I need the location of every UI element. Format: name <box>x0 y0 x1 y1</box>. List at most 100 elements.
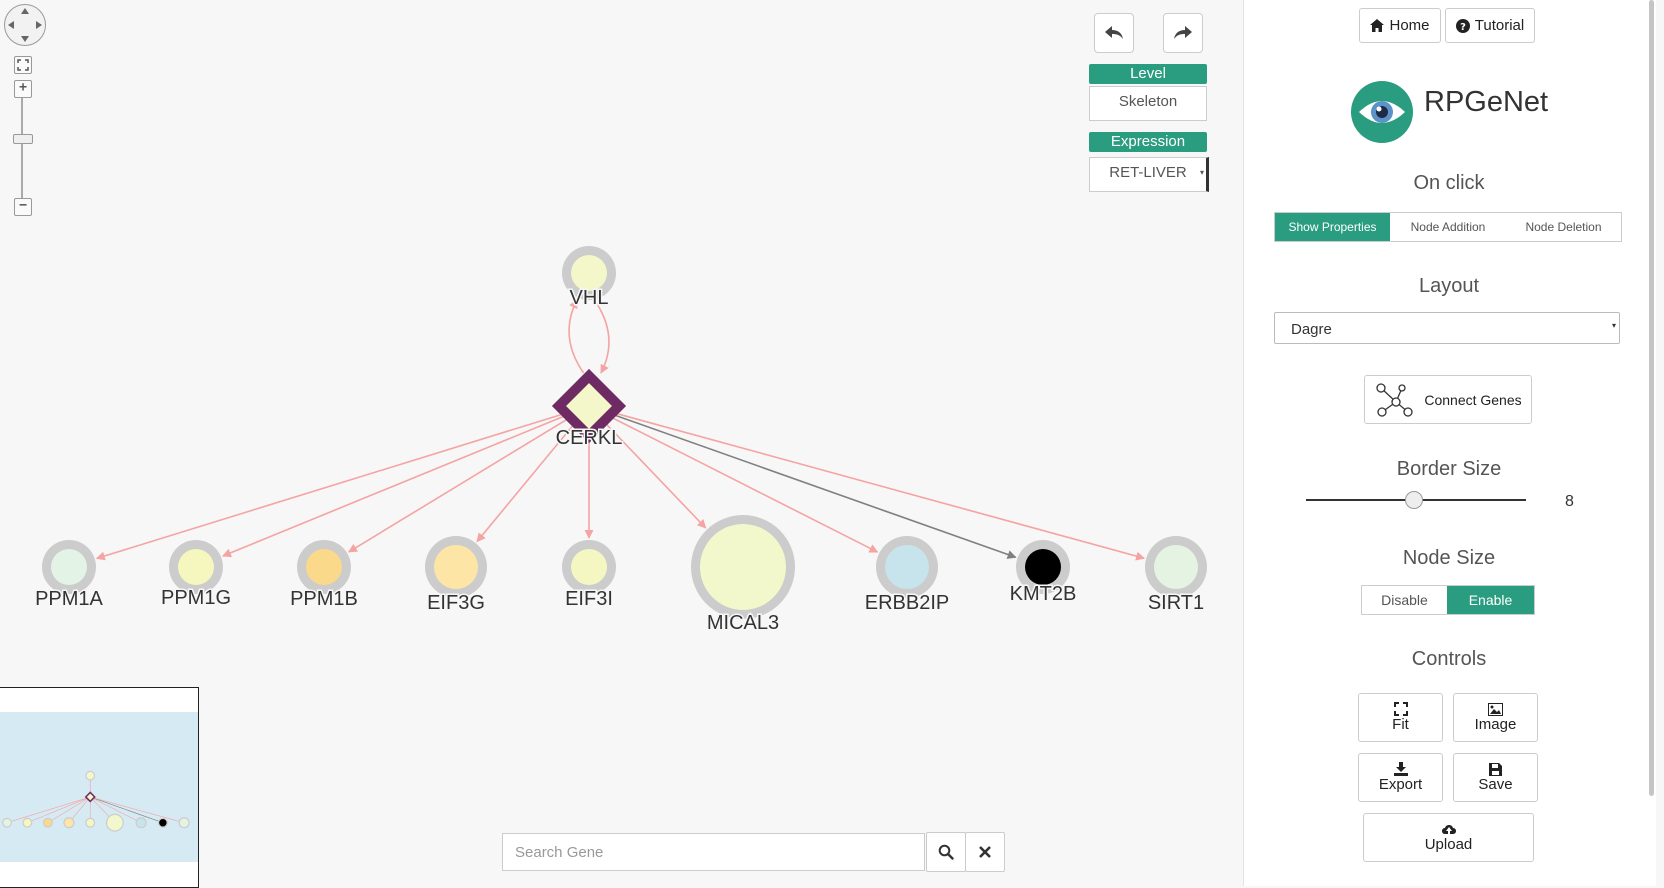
expand-icon <box>17 59 29 71</box>
node-label: EIF3I <box>565 588 613 610</box>
zoom-out-button[interactable]: − <box>14 198 32 216</box>
node-ppm1b[interactable]: PPM1B <box>289 540 359 612</box>
floppy-disk-icon <box>1489 762 1502 776</box>
export-button[interactable]: Export <box>1358 753 1443 802</box>
caret-down-icon: ▾ <box>1611 321 1616 330</box>
search-gene-input[interactable] <box>502 833 925 871</box>
edge-cerkl-eif3g[interactable] <box>476 420 578 543</box>
minimap-node <box>84 791 96 803</box>
node-label: MICAL3 <box>707 612 779 634</box>
brand-name: RPGeNet <box>1424 86 1549 118</box>
minimap-edge <box>90 796 185 824</box>
border-size-title: Border Size <box>1396 458 1502 480</box>
caret-down-icon: ▾ <box>1199 168 1204 177</box>
node-sirt1[interactable]: SIRT1 <box>1145 536 1207 616</box>
node-eif3i[interactable]: EIF3I <box>562 540 616 612</box>
edge-cerkl-kmt2b[interactable] <box>607 411 1017 559</box>
expression-select[interactable]: RET-LIVER ▾ <box>1089 157 1209 192</box>
node-size-enable-option[interactable]: Enable <box>1447 586 1534 614</box>
edge-cerkl-ppm1a[interactable] <box>95 411 571 561</box>
border-size-value: 8 <box>1565 493 1574 510</box>
edge-cerkl-vhl[interactable] <box>568 299 585 374</box>
node-label: ERBB2IP <box>865 592 949 614</box>
svg-text:?: ? <box>1460 22 1466 33</box>
minimap-edge <box>90 796 142 823</box>
node-addition-option[interactable]: Node Addition <box>1410 220 1486 234</box>
search-button[interactable] <box>926 832 966 872</box>
on-click-mode-group: Show Properties Node Addition Node Delet… <box>1274 212 1622 242</box>
edge-cerkl-ppm1g[interactable] <box>222 412 571 558</box>
minimap-node <box>85 817 96 828</box>
border-size-slider-handle[interactable] <box>1405 491 1423 509</box>
minimap-node <box>157 817 168 828</box>
network-graph[interactable]: VHL CERKL PPM1A PPM1G PPM1B EIF3G EIF3I MICAL3 E… <box>0 0 1243 886</box>
home-label: Home <box>1389 17 1430 34</box>
edge-cerkl-sirt1[interactable] <box>607 410 1146 561</box>
upload-label: Upload <box>1424 835 1473 853</box>
clear-search-button[interactable] <box>965 832 1005 872</box>
tutorial-button[interactable]: ? Tutorial <box>1445 8 1535 43</box>
node-label: PPM1B <box>290 588 358 610</box>
node-cerkl[interactable]: CERKL <box>551 368 627 451</box>
panel-scrollbar[interactable] <box>1647 0 1656 886</box>
minimap-viewport[interactable] <box>0 712 198 862</box>
node-size-disable-option[interactable]: Disable <box>1381 592 1428 608</box>
minimap-node <box>178 817 190 829</box>
layout-select-value: Dagre <box>1291 321 1332 338</box>
upload-button[interactable]: Upload <box>1363 813 1534 862</box>
show-properties-option[interactable]: Show Properties <box>1275 213 1390 241</box>
connect-genes-label: Connect Genes <box>1424 391 1522 408</box>
minimap-node <box>105 813 124 832</box>
undo-button[interactable] <box>1094 13 1134 53</box>
zoom-fit-button[interactable] <box>14 56 32 74</box>
connect-genes-button[interactable]: Connect Genes <box>1364 375 1532 424</box>
image-button[interactable]: Image <box>1453 693 1538 742</box>
home-button[interactable]: Home <box>1359 8 1441 43</box>
node-label: KMT2B <box>1010 583 1077 605</box>
home-icon <box>1370 19 1385 32</box>
minimap-edge <box>68 796 91 823</box>
minimap-graph <box>2 770 190 832</box>
minimap-edge <box>90 796 163 824</box>
pan-zoom-control: + − <box>4 4 48 216</box>
node-kmt2b[interactable]: KMT2B <box>1008 540 1078 607</box>
minimap-edge <box>47 796 91 823</box>
minimap-node <box>63 817 75 829</box>
expression-label: Expression <box>1089 132 1207 152</box>
layout-select[interactable]: Dagre ▾ <box>1274 312 1620 344</box>
node-ppm1g[interactable]: PPM1G <box>159 540 233 611</box>
scrollbar-thumb[interactable] <box>1649 0 1654 796</box>
search-icon <box>938 844 954 860</box>
node-mical3[interactable]: MICAL3 <box>691 515 795 636</box>
image-label: Image <box>1474 715 1517 733</box>
zoom-slider-handle[interactable] <box>13 134 33 144</box>
cloud-upload-icon <box>1441 824 1456 835</box>
forward-icon <box>1174 26 1192 39</box>
zoom-in-button[interactable]: + <box>14 80 32 98</box>
node-label: CERKL <box>556 427 623 449</box>
node-ppm1a[interactable]: PPM1A <box>34 540 105 612</box>
node-size-toggle: Disable Enable <box>1361 585 1535 615</box>
pan-control[interactable] <box>4 4 46 46</box>
fit-button[interactable]: Fit <box>1358 693 1443 742</box>
expression-select-value: RET-LIVER <box>1109 164 1187 181</box>
node-erbb2ip[interactable]: ERBB2IP <box>863 536 951 616</box>
edge-cerkl-ppm1b[interactable] <box>348 415 573 553</box>
node-vhl[interactable]: VHL <box>562 246 616 311</box>
edge-cerkl-erbb2ip[interactable] <box>606 414 879 553</box>
level-field[interactable]: Skeleton <box>1089 86 1207 121</box>
minimap[interactable] <box>0 687 199 888</box>
download-icon <box>1393 762 1408 776</box>
minimap-edge <box>6 796 91 824</box>
edge-vhl-cerkl[interactable] <box>593 299 610 374</box>
redo-button[interactable] <box>1163 13 1203 53</box>
node-eif3g[interactable]: EIF3G <box>425 536 487 616</box>
edge-cerkl-mical3[interactable] <box>602 419 707 529</box>
minimap-edge <box>27 796 91 823</box>
node-label: EIF3G <box>427 592 485 614</box>
zoom-slider-track[interactable] <box>21 98 23 202</box>
tutorial-label: Tutorial <box>1474 17 1525 34</box>
save-button[interactable]: Save <box>1453 753 1538 802</box>
graph-canvas[interactable]: VHL CERKL PPM1A PPM1G PPM1B EIF3G EIF3I MICAL3 E… <box>0 0 1243 888</box>
node-deletion-option[interactable]: Node Deletion <box>1525 220 1602 234</box>
